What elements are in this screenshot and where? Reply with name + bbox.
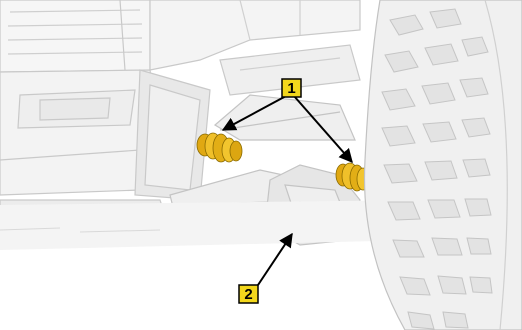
ground-shadow	[0, 200, 420, 250]
callout-1-label: 1	[287, 80, 295, 97]
callout-1: 1	[282, 79, 301, 97]
callout-2: 2	[239, 285, 258, 303]
callout-2-label: 2	[244, 286, 252, 303]
tire	[365, 0, 522, 330]
